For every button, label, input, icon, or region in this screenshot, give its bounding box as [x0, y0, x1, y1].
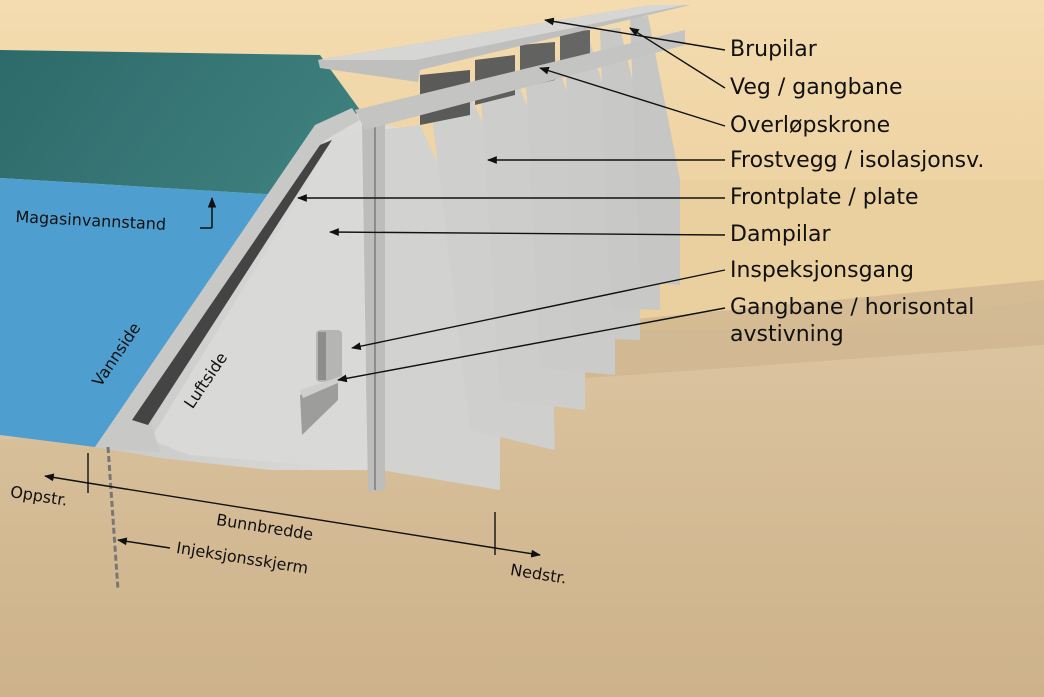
label-gangbane: Gangbane / horisontal avstivning: [730, 294, 974, 348]
label-gangbane-line1: Gangbane / horisontal: [730, 295, 975, 320]
label-veg-gangbane: Veg / gangbane: [730, 75, 903, 100]
overflow-crest: [355, 30, 685, 130]
road-deck: [318, 5, 690, 82]
central-column: [362, 120, 385, 492]
leader-gangbane: [337, 307, 726, 383]
leader-inspeksjon: [351, 269, 726, 351]
label-overlopskrone: Overløpskrone: [730, 113, 891, 138]
water-cross-section: [0, 178, 280, 447]
water-surface: [0, 50, 360, 195]
label-brupilar: Brupilar: [730, 37, 817, 62]
label-frontplate: Frontplate / plate: [730, 185, 919, 210]
leader-veg: [629, 27, 726, 89]
oppstr-arrow: [44, 473, 89, 484]
walkway-top: [300, 375, 345, 398]
nedstr-arrow: [494, 547, 541, 558]
leader-dampilar: [329, 228, 726, 236]
inspection-gallery-shadow: [318, 332, 326, 380]
downstream-ground: [0, 300, 1044, 697]
pier-8: [630, 16, 680, 285]
injection-screen: [106, 446, 120, 591]
ground-band: [520, 280, 1044, 380]
injeksjon-leader: [117, 537, 171, 549]
bunnbredde-line: [87, 482, 496, 549]
road-deck-top: [318, 5, 685, 60]
label-inspeksjonsgang: Inspeksjonsgang: [730, 258, 914, 283]
front-plate-band: [95, 108, 360, 452]
label-gangbane-line2: avstivning: [730, 322, 844, 347]
label-dampilar: Dampilar: [730, 222, 831, 247]
first-pier-face: [150, 130, 368, 470]
front-plate-shadow: [132, 140, 332, 425]
label-frostvegg: Frostvegg / isolasjonsv.: [730, 148, 985, 173]
leader-overlop: [539, 66, 726, 127]
